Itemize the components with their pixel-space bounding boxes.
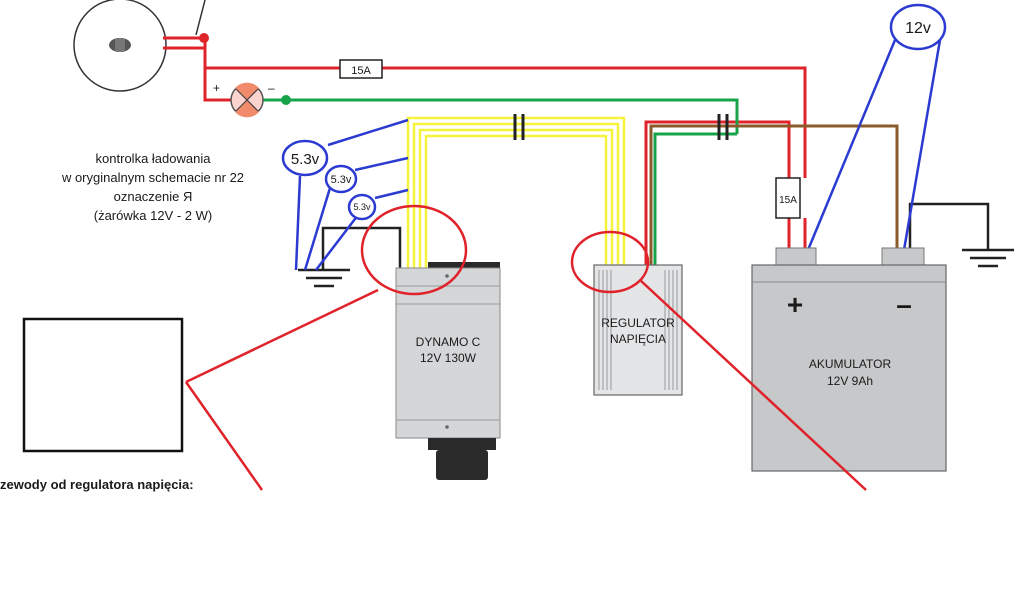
dynamo: DYNAMO C 12V 130W <box>395 262 501 480</box>
voltmeter-dynamo-1: 5.3v <box>281 139 329 177</box>
lamp-caption: kontrolka ładowania w oryginalnym schema… <box>61 151 244 223</box>
detail-box <box>22 317 184 453</box>
callout-dynamo-connector <box>184 204 468 491</box>
svg-text:DYNAMO C: DYNAMO C <box>416 335 481 349</box>
voltage-regulator: REGULATOR NAPIĘCIA <box>593 264 683 396</box>
battery-plus-sign: + <box>787 289 803 320</box>
svg-text:5.3v: 5.3v <box>291 151 320 168</box>
blank-area <box>0 492 1024 594</box>
green-wire <box>262 98 739 268</box>
svg-text:12V 130W: 12V 130W <box>420 351 477 365</box>
brown-wire <box>649 124 899 268</box>
lamp-minus-label: – <box>268 81 275 95</box>
svg-text:5.3v: 5.3v <box>353 202 371 212</box>
ignition-switch <box>73 0 206 92</box>
ground-symbol-right <box>962 248 1014 268</box>
blue-probe-leads <box>294 39 942 271</box>
svg-text:NAPIĘCIA: NAPIĘCIA <box>610 332 666 346</box>
green-junction <box>281 95 291 105</box>
voltmeter-dynamo-3: 5.3v <box>347 193 377 221</box>
svg-text:REGULATOR: REGULATOR <box>601 316 675 330</box>
red-wires <box>163 36 807 268</box>
svg-text:15A: 15A <box>779 195 797 206</box>
connector-yellow <box>513 114 525 140</box>
battery-minus-sign: – <box>896 289 912 320</box>
svg-text:w oryginalnym schemacie nr 22: w oryginalnym schemacie nr 22 <box>61 170 244 185</box>
fuse-right: 15A <box>775 177 801 219</box>
lamp-plus-label: + <box>213 81 220 95</box>
svg-text:AKUMULATOR: AKUMULATOR <box>809 357 892 371</box>
voltmeter-dynamo-2: 5.3v <box>324 164 358 194</box>
svg-text:12v: 12v <box>905 20 931 37</box>
svg-text:(żarówka 12V - 2 W): (żarówka 12V - 2 W) <box>94 208 212 223</box>
svg-text:5.3v: 5.3v <box>331 174 352 186</box>
svg-text:kontrolka ładowania: kontrolka ładowania <box>96 151 212 166</box>
svg-text:oznaczenie Я: oznaczenie Я <box>114 189 193 204</box>
red-junction <box>199 33 209 43</box>
dynamo-ground-wire <box>321 226 402 270</box>
bottom-caption: zewody od regulatora napięcia: <box>0 477 194 492</box>
yellow-wires <box>406 116 626 268</box>
fuse-top: 15A <box>339 59 383 79</box>
battery-ground-wire <box>908 202 990 250</box>
connector-right <box>717 114 729 140</box>
svg-text:15A: 15A <box>351 65 371 77</box>
voltmeter-battery: 12v <box>889 3 947 51</box>
callout-regulator-connector <box>570 230 867 491</box>
svg-text:12V 9Ah: 12V 9Ah <box>827 374 873 388</box>
ground-symbol-left <box>298 268 350 288</box>
charge-indicator-lamp: + – <box>213 81 275 118</box>
battery: + – AKUMULATOR 12V 9Ah <box>751 247 947 472</box>
